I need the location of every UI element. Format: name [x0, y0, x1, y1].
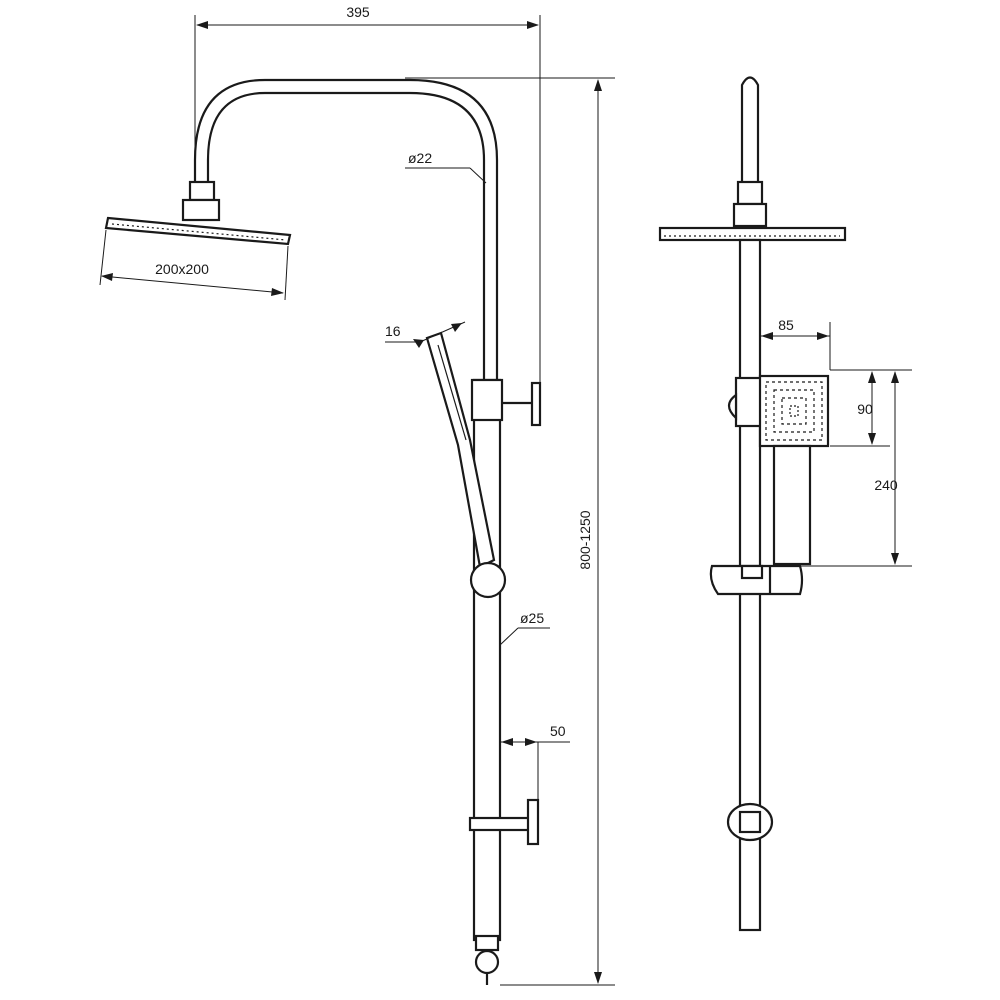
rain-shower-head [104, 216, 292, 246]
dim-rail-diameter: ø25 [520, 610, 544, 626]
front-hand-shower-head [758, 374, 830, 448]
front-slider [709, 564, 804, 596]
diverter-body [470, 378, 504, 422]
dim-arm-diameter: ø22 [408, 150, 432, 166]
dim-hand-shower-length: 240 [874, 477, 898, 493]
riser-rail [472, 378, 502, 942]
spray-nozzles [765, 381, 823, 441]
dim-outlet-offset: 50 [550, 723, 566, 739]
front-arm [740, 76, 760, 202]
bottom-outlet [474, 934, 500, 952]
slider-holder [469, 561, 507, 599]
head-connector [188, 180, 216, 202]
overhead-arm [193, 78, 499, 380]
diverter-knob [530, 381, 542, 427]
dim-arm-projection: 395 [346, 4, 370, 20]
dim-column-height: 800-1250 [577, 510, 593, 569]
side-view [104, 78, 542, 985]
front-view [658, 76, 847, 932]
dim-hand-head-height: 90 [857, 401, 873, 417]
dim-hand-shower-diameter: 16 [385, 323, 401, 339]
dimensions-side: 395 200x200 ø22 16 800-1250 ø25 [99, 4, 615, 986]
dim-head-size: 200x200 [155, 261, 209, 277]
dimensions-front: 85 90 240 [760, 317, 912, 567]
dim-hand-head-width: 85 [778, 317, 794, 333]
front-rain-head [658, 226, 847, 242]
front-hand-shower-handle [772, 444, 812, 566]
wall-bracket [468, 816, 532, 832]
